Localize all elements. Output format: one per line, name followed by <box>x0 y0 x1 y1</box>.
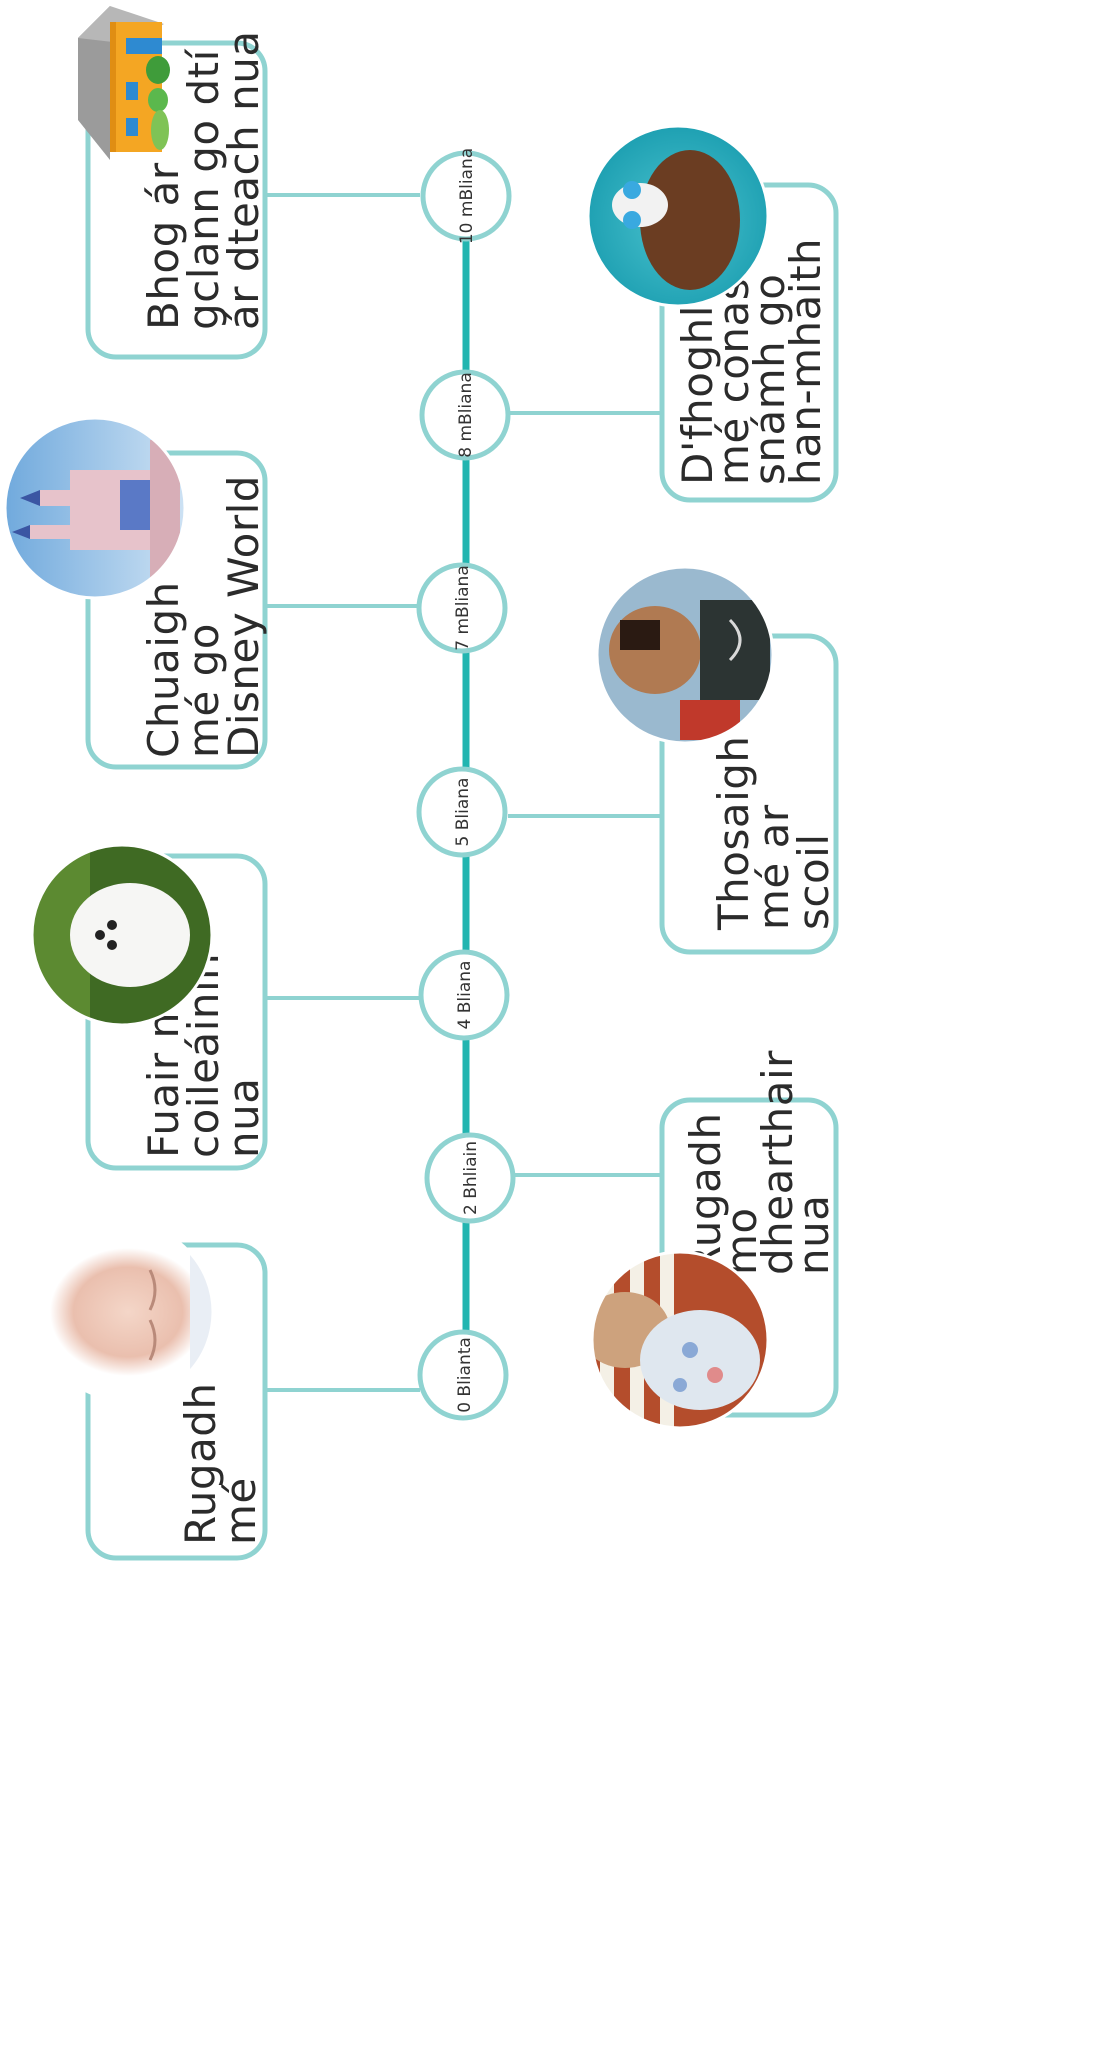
node-7-label: 7 mBliana <box>453 565 473 651</box>
card-event-10-text: Bhog ár gclann go dtí ár dteach nua <box>139 30 268 330</box>
card-event-0-text: Rugadh mé <box>176 1369 265 1545</box>
node-0-label: 0 Blianta <box>455 1337 475 1413</box>
newborn-baby-photo <box>35 1222 215 1402</box>
puppy-photo <box>30 843 214 1027</box>
schoolboy-photo <box>595 565 775 745</box>
house-icon <box>78 6 170 160</box>
node-4: 4 Bliana <box>418 949 510 1041</box>
node-4-label: 4 Bliana <box>455 961 475 1030</box>
node-8-label: 8 mBliana <box>456 372 476 458</box>
siblings-photo <box>590 1250 770 1430</box>
card-event-2-text: Rugadh mo dhearthair nua <box>681 1036 838 1275</box>
connector-lines <box>265 193 662 1392</box>
swimmer-photo <box>586 124 770 308</box>
node-10-label: 10 mBliana <box>457 148 477 244</box>
card-event-5-text: Thosaigh mé ar scoil <box>709 722 838 931</box>
node-2-label: 2 Bhliain <box>461 1141 481 1215</box>
node-2: 2 Bhliain <box>424 1132 516 1224</box>
card-event-10: Bhog ár gclann go dtí ár dteach nua <box>85 30 268 360</box>
node-8: 8 mBliana <box>419 369 511 461</box>
castle-photo <box>3 416 187 600</box>
node-5-label: 5 Bliana <box>453 778 473 847</box>
card-event-7-text: Chuaigh mé go Disney World <box>139 475 268 758</box>
node-0: 0 Blianta <box>417 1329 509 1421</box>
node-5: 5 Bliana <box>416 766 508 858</box>
node-10: 10 mBliana <box>420 148 512 244</box>
node-7: 7 mBliana <box>416 562 508 654</box>
